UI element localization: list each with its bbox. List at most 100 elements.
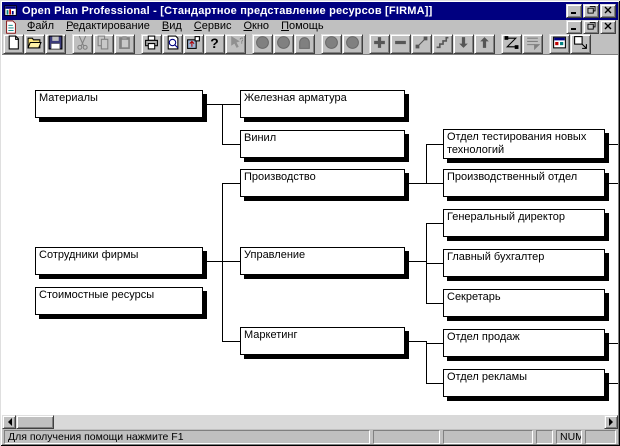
resource-arch-icon (297, 35, 312, 53)
menu-edit[interactable]: Редактирование (66, 20, 150, 32)
connector-child-ads (426, 383, 443, 384)
scroll-thumb[interactable] (16, 415, 54, 429)
arrow-up-icon (477, 35, 492, 53)
connector-child-accountant (426, 263, 443, 264)
connector-child-vinyl (222, 144, 240, 145)
window-close-button[interactable] (600, 4, 616, 18)
toolbar-group: ?? (141, 33, 246, 54)
node-director[interactable]: Генеральный директор (443, 209, 605, 237)
paste-icon (117, 35, 132, 53)
minimize-icon (570, 21, 579, 33)
save-icon (48, 35, 63, 53)
menu-service[interactable]: Сервис (193, 20, 232, 32)
toolbar-button-print[interactable] (141, 33, 162, 54)
link-nodes-icon (414, 35, 429, 53)
menu-file[interactable]: Файл (27, 20, 55, 32)
connector-child-iron (222, 104, 240, 105)
toolbar-button-window-tile[interactable] (549, 33, 570, 54)
status-panel-2 (443, 430, 533, 444)
node-vinyl[interactable]: Винил (240, 130, 405, 158)
resource-circle-3-icon (345, 35, 360, 53)
connector-stub-testing (609, 144, 618, 145)
node-accountant[interactable]: Главный бухгалтер (443, 249, 605, 277)
toolbar-group (369, 33, 495, 54)
scroll-track[interactable] (54, 415, 604, 429)
toolbar-button-remove-minus[interactable] (390, 33, 411, 54)
toolbar-button-open-folder[interactable] (24, 33, 45, 54)
connector-trunk-employees (222, 183, 223, 342)
toolbar-button-context-help: ? (225, 33, 246, 54)
connector-parent-employees (207, 261, 222, 262)
toolbar-button-arrow-up[interactable] (474, 33, 495, 54)
toolbar-button-new-document[interactable] (3, 33, 24, 54)
connector-child-testing (426, 144, 443, 145)
connector-child-marketing (222, 341, 240, 342)
toolbar-button-arrow-down[interactable] (453, 33, 474, 54)
connector-child-production-dept (426, 183, 443, 184)
notes-icon (525, 35, 541, 53)
window-minimize-button[interactable] (566, 4, 582, 18)
toolbar-button-save[interactable] (45, 33, 66, 54)
node-cost-resources[interactable]: Стоимостные ресурсы (35, 287, 203, 315)
mdi-minimize-button[interactable] (566, 19, 582, 34)
status-message: Для получения помощи нажмите F1 (4, 430, 370, 444)
menu-bar: Файл Редактирование Вид Сервис Окно Помощь (2, 19, 618, 34)
scroll-left-button[interactable] (2, 415, 16, 429)
node-testing[interactable]: Отдел тестирования новых технологий (443, 129, 605, 159)
node-employees[interactable]: Сотрудники фирмы (35, 247, 203, 275)
toolbar-group (549, 33, 591, 54)
restore-icon (587, 5, 596, 17)
svg-text:?: ? (210, 35, 219, 50)
toolbar-button-step-chart[interactable] (432, 33, 453, 54)
connector-stub-production-dept (609, 183, 618, 184)
toolbar-button-link-nodes[interactable] (411, 33, 432, 54)
connector-trunk-marketing (426, 341, 427, 384)
status-bar: Для получения помощи нажмите F1 NUM (2, 429, 618, 444)
toolbar-button-window-expand[interactable] (570, 33, 591, 54)
node-label: Сотрудники фирмы (39, 249, 139, 261)
node-marketing[interactable]: Маркетинг (240, 327, 405, 355)
toolbar-button-subproject-chart[interactable] (183, 33, 204, 54)
menu-view[interactable]: Вид (161, 20, 182, 32)
mdi-restore-button[interactable] (583, 19, 599, 34)
toolbar-button-zigzag-link[interactable] (501, 33, 522, 54)
node-ads[interactable]: Отдел рекламы (443, 369, 605, 397)
node-label: Железная арматура (244, 92, 347, 104)
toolbar-group (72, 33, 135, 54)
toolbar-group (501, 33, 543, 54)
node-production-dept[interactable]: Производственный отдел (443, 169, 605, 197)
node-label: Генеральный директор (447, 211, 565, 223)
node-production[interactable]: Производство (240, 169, 405, 197)
node-materials[interactable]: Материалы (35, 90, 203, 118)
toolbar-button-cut (72, 33, 93, 54)
minimize-icon (570, 5, 579, 17)
step-chart-icon (435, 35, 450, 53)
toolbar-group (252, 33, 315, 54)
toolbar-button-print-preview[interactable] (162, 33, 183, 54)
toolbar-button-add-plus[interactable] (369, 33, 390, 54)
toolbar-button-notes (522, 33, 543, 54)
node-secretary[interactable]: Секретарь (443, 289, 605, 317)
menu-window[interactable]: Окно (243, 20, 270, 32)
toolbar-button-resource-arch (294, 33, 315, 54)
node-label: Материалы (39, 92, 98, 104)
menu-help[interactable]: Помощь (281, 20, 324, 32)
window-restore-button[interactable] (583, 4, 599, 18)
close-icon (604, 5, 613, 17)
node-management[interactable]: Управление (240, 247, 405, 275)
node-sales[interactable]: Отдел продаж (443, 329, 605, 357)
node-label: Секретарь (447, 291, 501, 303)
mdi-close-button[interactable] (600, 19, 616, 34)
node-iron[interactable]: Железная арматура (240, 90, 405, 118)
toolbar-group (3, 33, 66, 54)
scroll-right-button[interactable] (604, 415, 618, 429)
restore-icon (587, 21, 596, 33)
toolbar-button-help[interactable]: ? (204, 33, 225, 54)
copy-icon (96, 35, 111, 53)
toolbar-group (321, 33, 363, 54)
connector-parent-production (409, 183, 426, 184)
toolbar-button-resource-circle-2 (321, 33, 342, 54)
window-tile-icon (552, 35, 567, 53)
